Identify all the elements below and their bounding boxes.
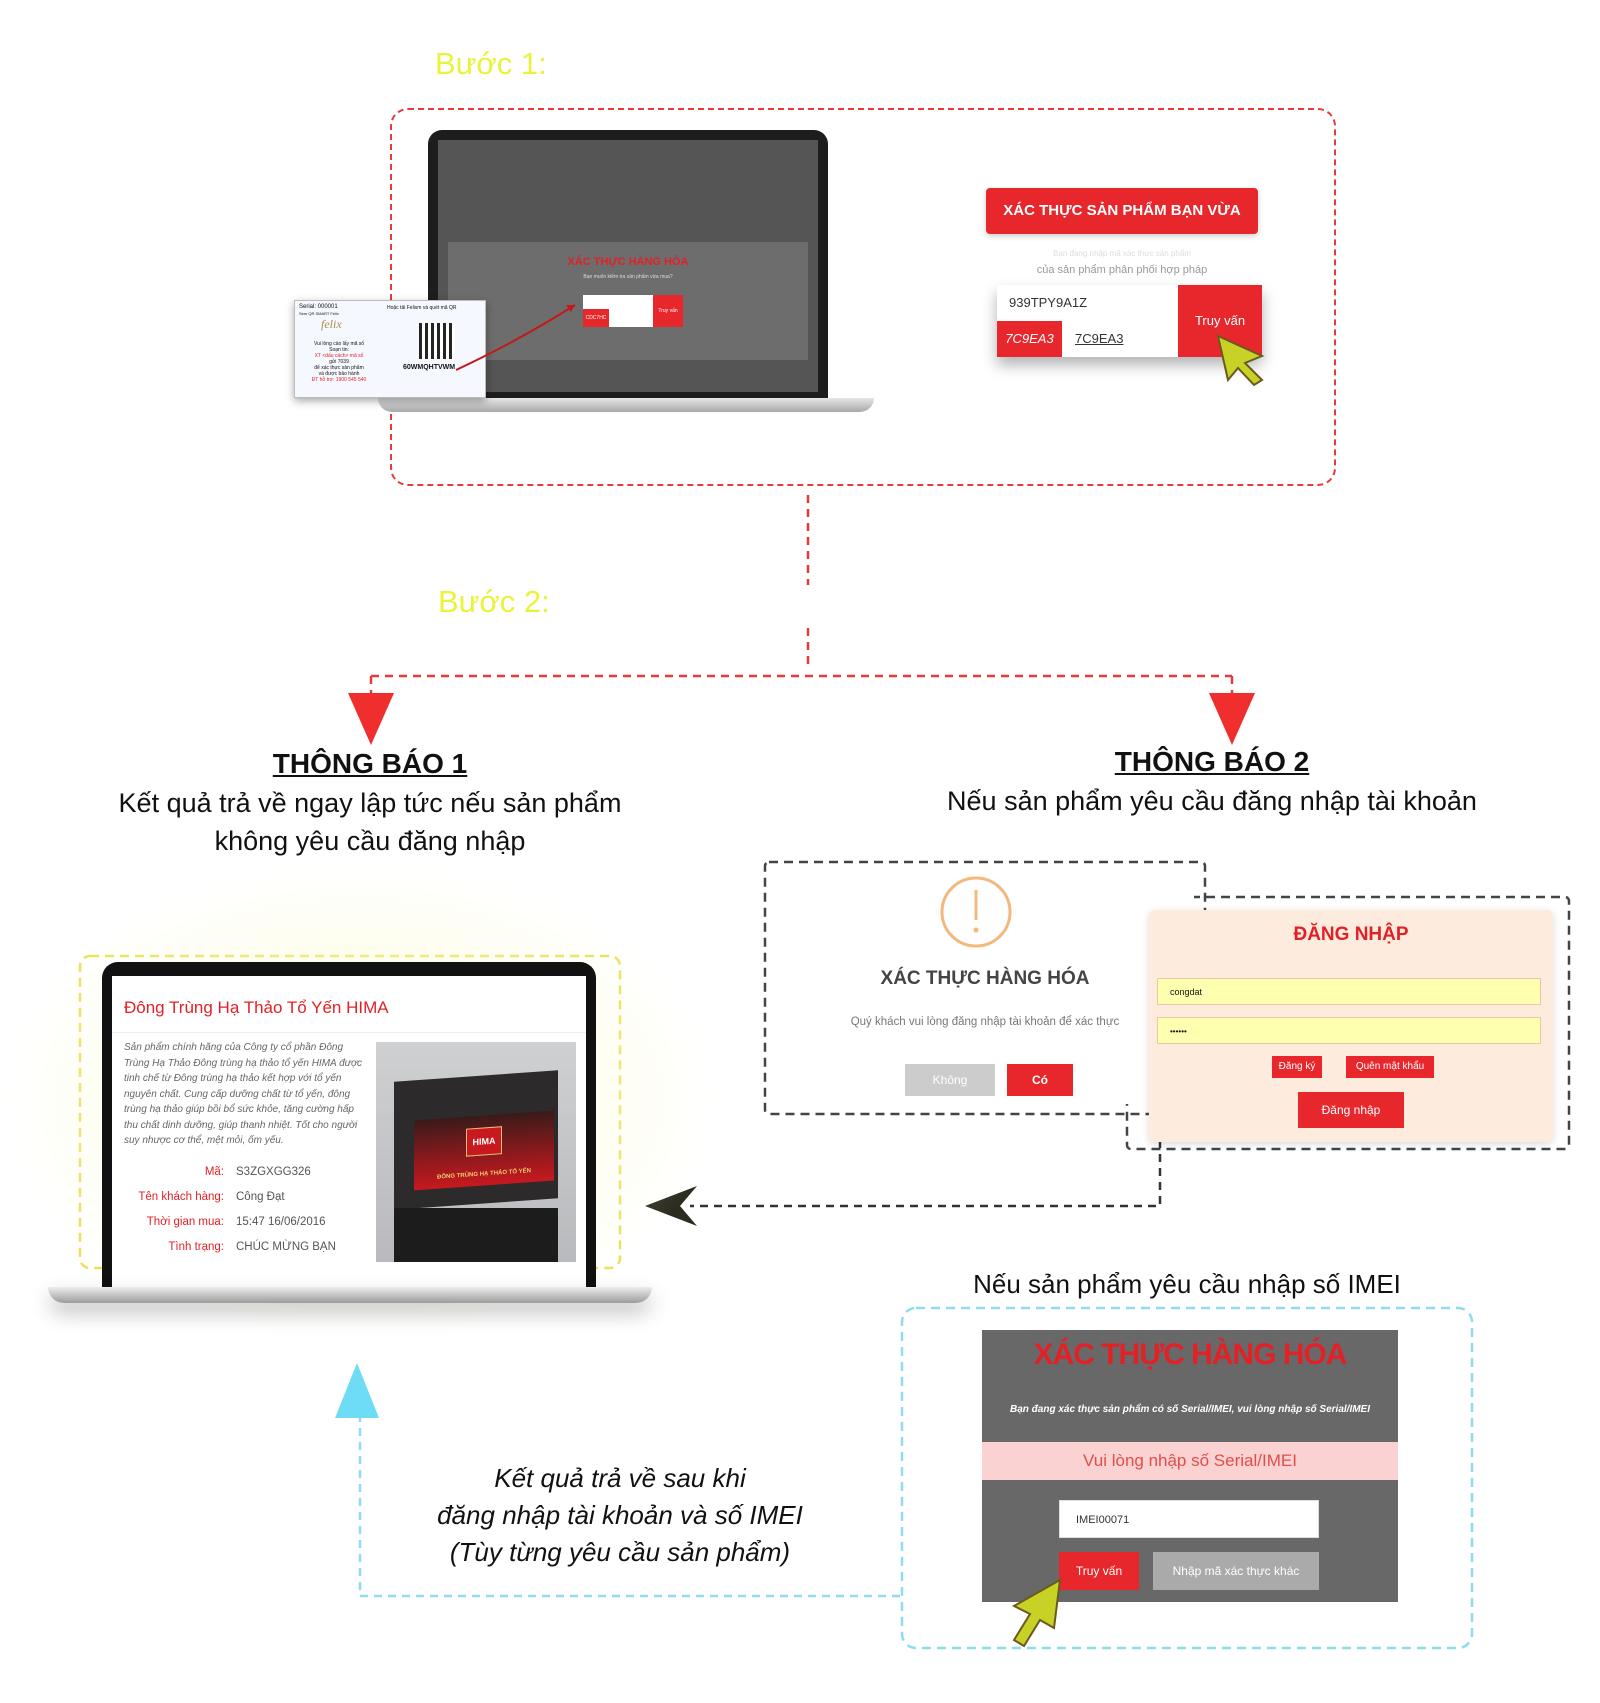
result-note-line2: đăng nhập tài khoản và số IMEI [437,1500,803,1530]
laptop-result-screen: Đông Trùng Hạ Thảo Tổ Yến HIMA Sản phẩm … [112,976,586,1287]
laptop-step1-subtitle: Bạn muốn kiểm tra sản phẩm vừa mua? [583,274,673,280]
alert-no-button[interactable]: Không [905,1064,995,1096]
imei-query-button[interactable]: Truy vấn [1059,1552,1139,1590]
product-box-brand: HIMA [466,1126,502,1157]
laptop-step1-base [378,398,874,412]
login-title: ĐĂNG NHẬP [1293,924,1409,945]
forgot-password-button[interactable]: Quên mật khẩu [1346,1056,1434,1078]
notice1-line1: Kết quả trả về ngay lập tức nếu sản phẩm [118,788,622,818]
step1-title: Bước 1: [435,46,547,81]
captcha-input[interactable]: 7C9EA3 [1075,331,1124,346]
arrow-down-left [348,693,394,745]
field-row-customer: Tên khách hàng:Công Đạt [138,1191,285,1203]
card-instructions: Vui lòng cào lấy mã số Soạn tin: XT <dấu… [311,341,367,383]
login-password[interactable]: •••••• [1157,1017,1541,1044]
imei-input[interactable]: IMEI00071 [1059,1500,1319,1538]
query-button[interactable]: Truy vấn [1178,285,1262,357]
laptop-result: Đông Trùng Hạ Thảo Tổ Yến HIMA Sản phẩm … [102,962,596,1287]
verify-form: 939TPY9A1Z 7C9EA3 7C9EA3 Truy vấn [997,285,1262,357]
login-submit-button[interactable]: Đăng nhập [1298,1092,1404,1128]
alert-message: Quý khách vui lòng đăng nhập tài khoản đ… [850,1016,1120,1028]
laptop-step1-panel: XÁC THỰC HÀNG HÓA Bạn muốn kiểm tra sản … [448,242,808,360]
card-serial: Serial: 000001 [299,304,338,310]
notice1-line2: không yêu cầu đăng nhập [214,826,526,856]
result-note: Kết quả trả về sau khi đăng nhập tài kho… [410,1460,830,1571]
laptop-result-base [48,1287,652,1303]
imei-prompt: Vui lòng nhập số Serial/IMEI [982,1442,1398,1480]
step1-frame [390,108,1336,486]
card-qr-code: 60WMQHTVWM [403,364,456,371]
result-note-line3: (Tùy từng yêu cầu sản phẩm) [449,1537,791,1567]
arrow-down-right [1209,693,1255,745]
connector-login-to-result [690,1140,1162,1208]
verify-banner: XÁC THỰC SẢN PHẨM BẠN VỪA MUA [986,188,1258,265]
field-row-time: Thời gian mua:15:47 16/06/2016 [146,1216,326,1228]
result-note-line1: Kết quả trả về sau khi [494,1463,746,1493]
laptop-step1-button[interactable]: Truy vấn [653,295,683,327]
card-download: Hoặc tải Felixm và quét mã QR [387,305,457,311]
laptop-step1-heading: XÁC THỰC HÀNG HÓA [567,256,689,268]
imei-caption: Nếu sản phẩm yêu cầu nhập số IMEI [973,1269,1401,1299]
captcha-code: 7C9EA3 [997,321,1062,357]
login-box: ĐĂNG NHẬP congdat •••••• Đăng ký Quên mậ… [1149,910,1553,1142]
product-box: HIMA ĐÔNG TRÙNG HẠ THẢO TỔ YẾN [394,1070,558,1210]
connector-imei-to-result [358,1410,900,1598]
alert-title: XÁC THỰC HÀNG HÓA [880,968,1090,989]
notice1-heading: THÔNG BÁO 1 [272,748,468,779]
product-image: HIMA ĐÔNG TRÙNG HẠ THẢO TỔ YẾN [376,1042,576,1262]
step2-title: Bước 2: [438,584,550,619]
frame-imei [900,1306,1474,1650]
verify-hint1: Bạn đang nhập mã xác thực sản phẩm [1053,249,1191,258]
notice2-heading: THÔNG BÁO 2 [1114,746,1310,777]
field-row-code: Mã:S3ZGXGG326 [204,1166,311,1178]
scratch-card: Serial: 000001 Sem QR SMART Felix Hoặc t… [294,300,486,398]
card-logo: felix [321,317,342,331]
serial-input[interactable]: 939TPY9A1Z [1009,295,1088,310]
product-fields: Mã:S3ZGXGG326 Tên khách hàng:Công Đạt Th… [124,1166,364,1266]
laptop-step1-screen: XÁC THỰC HÀNG HÓA Bạn muốn kiểm tra sản … [438,140,818,392]
alert-yes-button[interactable]: Có [1007,1064,1073,1096]
imei-other-button[interactable]: Nhập mã xác thực khác [1153,1552,1319,1590]
laptop-step1-code: CDC7HC [583,309,609,327]
qr-code-icon [419,323,455,359]
imei-subtitle: Bạn đang xác thực sản phẩm có số Serial/… [1010,1404,1370,1415]
product-description: Sản phẩm chính hãng của Công ty cổ phần … [124,1042,363,1146]
login-username[interactable]: congdat [1157,978,1541,1005]
notice2-line1: Nếu sản phẩm yêu cầu đăng nhập tài khoản [947,786,1477,816]
product-name: Đông Trùng Hạ Thảo Tổ Yến HIMA [124,998,389,1017]
imei-panel: XÁC THỰC HÀNG HÓA Bạn đang xác thực sản … [982,1330,1398,1602]
card-serial-sub: Sem QR SMART Felix [299,311,339,316]
verify-hint2: của sản phẩm phân phối hợp pháp [1036,264,1208,276]
imei-heading: XÁC THỰC HÀNG HÓA [1033,1338,1348,1371]
product-box-bottom [394,1208,558,1262]
product-divider [112,1032,586,1033]
arrow-up-cyan [335,1363,379,1418]
field-row-status: Tình trạng:CHÚC MỪNG BẠN [168,1241,336,1253]
warning-circle-icon [940,876,1012,948]
register-button[interactable]: Đăng ký [1272,1056,1322,1078]
laptop-step1: XÁC THỰC HÀNG HÓA Bạn muốn kiểm tra sản … [428,130,828,398]
alert-dialog: XÁC THỰC HÀNG HÓA Quý khách vui lòng đăn… [776,872,1194,1104]
